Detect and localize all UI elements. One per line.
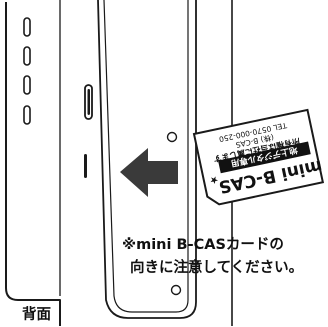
side-slit (84, 154, 87, 178)
vent-slot (23, 17, 31, 37)
back-side-label: 背面 (20, 303, 53, 324)
screw-hole (170, 284, 182, 296)
mini-bcas-card: 所有権は当社に属します (株) B-CAS TEL 0570-000-250 地… (192, 108, 325, 206)
device-body (5, 0, 233, 326)
vent-slot (23, 46, 31, 66)
side-slot (84, 84, 93, 120)
vent-slot (23, 105, 31, 125)
screw-hole (166, 131, 178, 143)
vent-slot (23, 75, 31, 95)
orientation-notice-line-1: ※mini B-CASカードの (122, 237, 284, 253)
arrow-left-icon (120, 148, 178, 197)
vent-slots (23, 17, 31, 125)
card-banner (218, 141, 311, 174)
orientation-notice-line-2: 向きに注意してください。 (130, 260, 304, 276)
star-icon: ★ (208, 173, 219, 186)
